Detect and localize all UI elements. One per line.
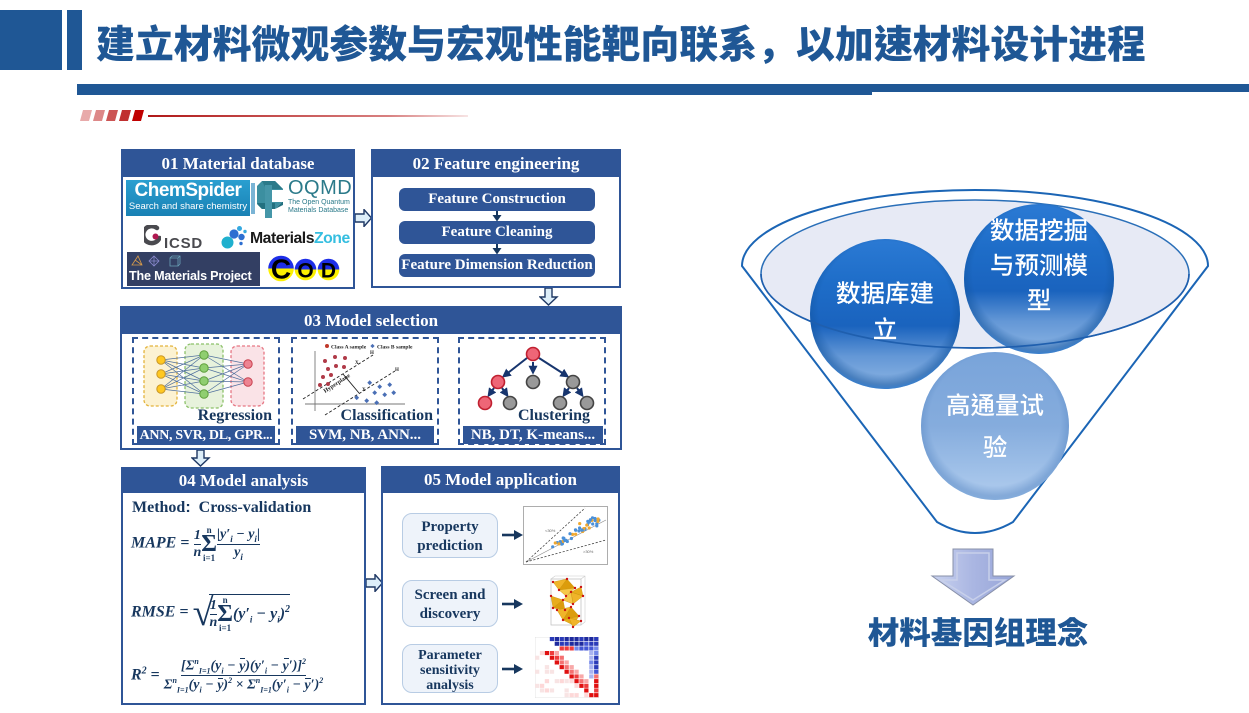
svg-text:H: H [370, 351, 374, 356]
svg-text:>30%: >30% [583, 549, 594, 554]
svg-text:C: C [271, 254, 291, 285]
svg-text:X: X [362, 388, 366, 393]
svg-text:H: H [395, 368, 399, 373]
svg-text:D: D [321, 260, 336, 283]
svg-text:<30%: <30% [545, 528, 556, 533]
svg-text:X: X [355, 361, 359, 366]
svg-text:Class B sample: Class B sample [377, 345, 413, 351]
svg-text:O: O [297, 260, 313, 283]
svg-text:Class A sample: Class A sample [331, 345, 367, 351]
